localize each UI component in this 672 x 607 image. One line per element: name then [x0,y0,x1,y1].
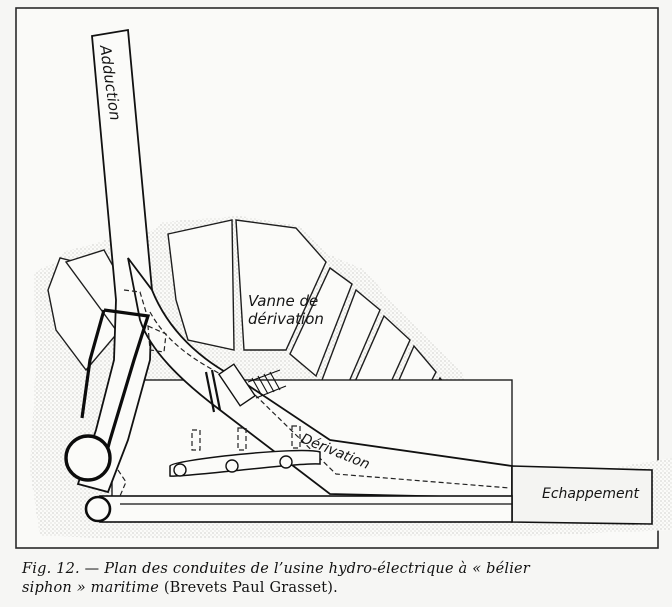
lower-conduit [99,495,513,523]
adduction-pipe [76,28,153,494]
caption-number: Fig. 12. [22,561,80,577]
roller-2 [225,459,239,473]
valve-gear [247,369,287,399]
label-vanne-line1: Vanne de [248,292,318,310]
block-5 [289,266,353,378]
caption-text-roman: (Brevets Paul Grasset). [163,580,338,596]
block-3 [167,219,235,351]
rollers [173,455,293,477]
roller-3 [279,455,293,469]
label-vanne-line2: dérivation [248,310,324,328]
derivation-valve [204,363,287,413]
block-vanne [235,219,327,351]
figure-caption: Fig. 12. — Plan des conduites de l’usine… [22,560,662,598]
caption-dash: — [84,561,100,577]
caption-text-italic-2: siphon » maritime [22,580,160,596]
caption-text-italic: Plan des conduites de l’usine hydro-élec… [104,561,530,577]
valve-body [217,363,257,407]
belier-chamber-small [84,495,112,523]
label-echappement: Echappement [542,486,640,502]
belier-chamber-large [64,434,112,482]
roller-1 [173,463,187,477]
